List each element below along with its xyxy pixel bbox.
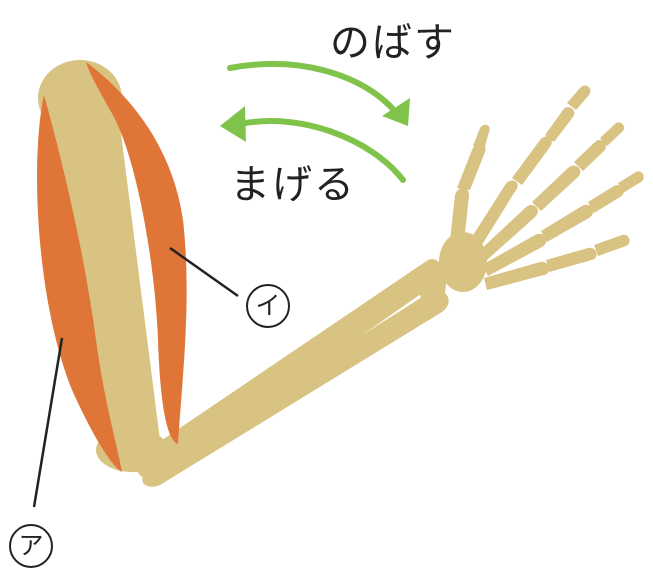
extend-arrow <box>230 64 410 126</box>
leader-line-a <box>34 338 62 507</box>
muscle-i-marker: イ <box>246 284 290 328</box>
extend-label: のばす <box>330 10 456 68</box>
hand-bones <box>439 86 644 292</box>
muscle-a-marker: ア <box>9 524 53 568</box>
bend-label: まげる <box>230 152 356 210</box>
